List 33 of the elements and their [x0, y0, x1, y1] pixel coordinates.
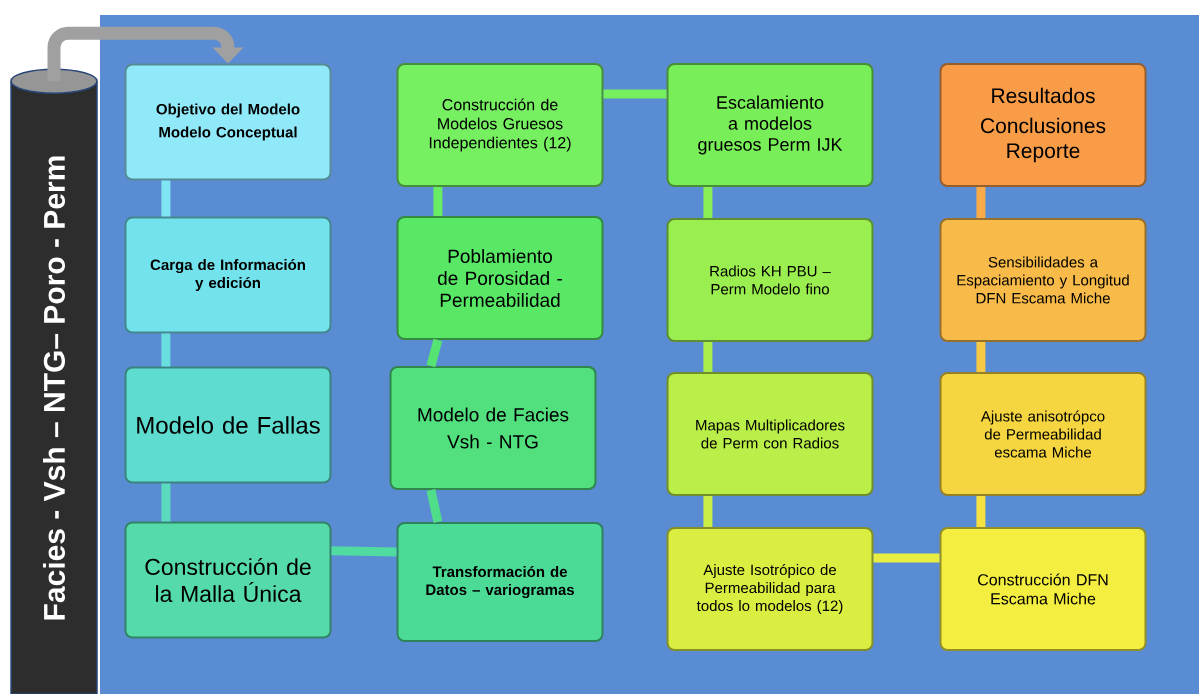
connector-bar	[976, 342, 986, 372]
connector-bar	[161, 483, 171, 522]
process-box: Construcción de Modelos Gruesos Independientes (12)	[396, 63, 604, 187]
process-box: Construcción de la Malla Única	[124, 521, 332, 639]
process-box: Sensibilidades a Espaciamiento y Longitud DFN Escama Miche	[939, 218, 1147, 342]
connector-bar	[873, 553, 940, 563]
process-box: Transformación de Datos – variogramas	[396, 522, 604, 642]
process-box: Poblamiento de Porosidad - Permeabilidad	[396, 216, 604, 340]
process-box: Modelo de Fallas	[124, 366, 332, 484]
connector-bar	[976, 496, 986, 527]
connector-bar	[603, 89, 667, 99]
process-box: Objetivo del Modelo Modelo Conceptual	[124, 63, 332, 181]
connector-bar	[426, 489, 443, 523]
process-box: Ajuste Isotrópico de Permeabilidad para todos lo modelos (12)	[666, 527, 874, 651]
process-box: Ajuste anisotrópco de Permeabilidad escama Miche	[939, 372, 1147, 496]
process-box: Mapas Multiplicadores de Perm con Radios	[666, 372, 874, 496]
process-box: Resultados Conclusiones Reporte	[939, 63, 1147, 187]
connector-bar	[331, 546, 397, 557]
connector-bar	[703, 496, 713, 527]
connector-bar	[161, 333, 171, 367]
connector-bar	[161, 180, 171, 217]
process-box: Carga de Información y edición	[124, 216, 332, 334]
process-box: Construcción DFN Escama Miche	[939, 527, 1147, 651]
connector-bar	[703, 342, 713, 372]
process-box: Modelo de Facies Vsh - NTG	[389, 366, 597, 490]
process-box: Escalamiento a modelos gruesos Perm IJK	[666, 63, 874, 187]
process-box: Radios KH PBU – Perm Modelo fino	[666, 218, 874, 342]
connector-bar	[703, 187, 713, 218]
block-arrow	[47, 26, 244, 82]
connector-bar	[426, 338, 443, 368]
connector-bar	[976, 187, 986, 218]
connector-bar	[433, 187, 443, 216]
cylinder: Facies - Vsh – NTG– Poro - Perm	[10, 68, 98, 694]
